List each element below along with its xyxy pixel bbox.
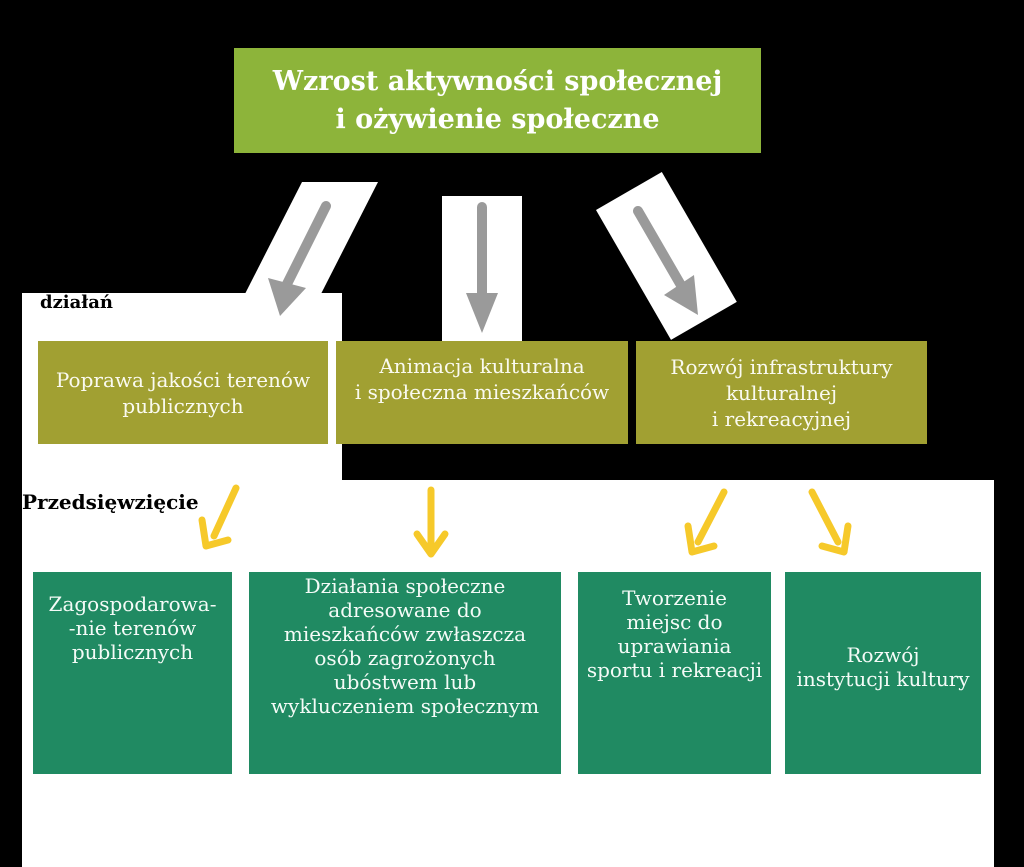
project-box-1: Zagospodarowa- -nie terenów publicznych bbox=[33, 572, 232, 774]
project-box-4: Rozwój instytucji kultury bbox=[785, 572, 981, 774]
direction-1-line-1: Poprawa jakości terenów bbox=[55, 367, 311, 392]
project-3-line-3: uprawiania bbox=[617, 634, 732, 658]
project-1-line-2: -nie terenów bbox=[68, 616, 197, 640]
project-box-2: Działania społeczne adresowane do mieszk… bbox=[249, 572, 561, 774]
direction-2-line-1: Animacja kulturalna bbox=[379, 354, 585, 378]
project-4-line-2: instytucji kultury bbox=[796, 667, 970, 691]
project-2-line-2: adresowane do bbox=[328, 598, 482, 622]
directions-label: działań bbox=[40, 292, 113, 313]
gray-arrow-left-icon bbox=[268, 201, 331, 316]
project-1-line-1: Zagospodarowa- bbox=[48, 592, 217, 616]
project-4-line-1: Rozwój bbox=[846, 643, 920, 667]
gray-arrow-center-icon bbox=[466, 202, 498, 333]
project-3-line-2: miejsc do bbox=[626, 610, 723, 634]
direction-2-line-2: i społeczna mieszkańców bbox=[354, 380, 610, 404]
project-2-line-5: ubóstwem lub bbox=[333, 670, 477, 694]
project-3-line-4: sportu i rekreacji bbox=[586, 658, 763, 682]
project-2-line-1: Działania społeczne bbox=[304, 574, 506, 598]
direction-3-line-2: kulturalnej bbox=[725, 380, 838, 405]
goal-box: Wzrost aktywności społecznej i ożywienie… bbox=[234, 48, 761, 153]
yellow-arrow-2-icon bbox=[413, 486, 449, 558]
project-2-line-4: osób zagrożonych bbox=[314, 646, 496, 670]
project-2-line-3: mieszkańców zwłaszcza bbox=[283, 622, 527, 646]
direction-box-2: Animacja kulturalna i społeczna mieszkań… bbox=[336, 341, 628, 444]
goal-line-2: i ożywienie społeczne bbox=[335, 103, 660, 135]
direction-box-3: Rozwój infrastruktury kulturalnej i rekr… bbox=[636, 341, 927, 444]
yellow-arrow-3-icon bbox=[684, 488, 728, 556]
project-box-3: Tworzenie miejsc do uprawiania sportu i … bbox=[578, 572, 771, 774]
yellow-arrow-1-icon bbox=[198, 484, 240, 550]
goal-line-1: Wzrost aktywności społecznej bbox=[272, 65, 723, 97]
direction-3-line-3: i rekreacyjnej bbox=[711, 406, 852, 431]
project-2-line-6: wykluczeniem społecznym bbox=[270, 694, 540, 718]
direction-3-line-1: Rozwój infrastruktury bbox=[670, 354, 893, 379]
projects-label: Przedsięwzięcie bbox=[22, 490, 199, 514]
gray-arrow-right-icon bbox=[633, 206, 698, 315]
project-3-line-1: Tworzenie bbox=[622, 586, 727, 610]
project-1-line-3: publicznych bbox=[71, 640, 194, 664]
yellow-arrow-4-icon bbox=[808, 488, 852, 556]
direction-box-1: Poprawa jakości terenów publicznych bbox=[38, 341, 328, 444]
direction-1-line-2: publicznych bbox=[122, 393, 244, 418]
